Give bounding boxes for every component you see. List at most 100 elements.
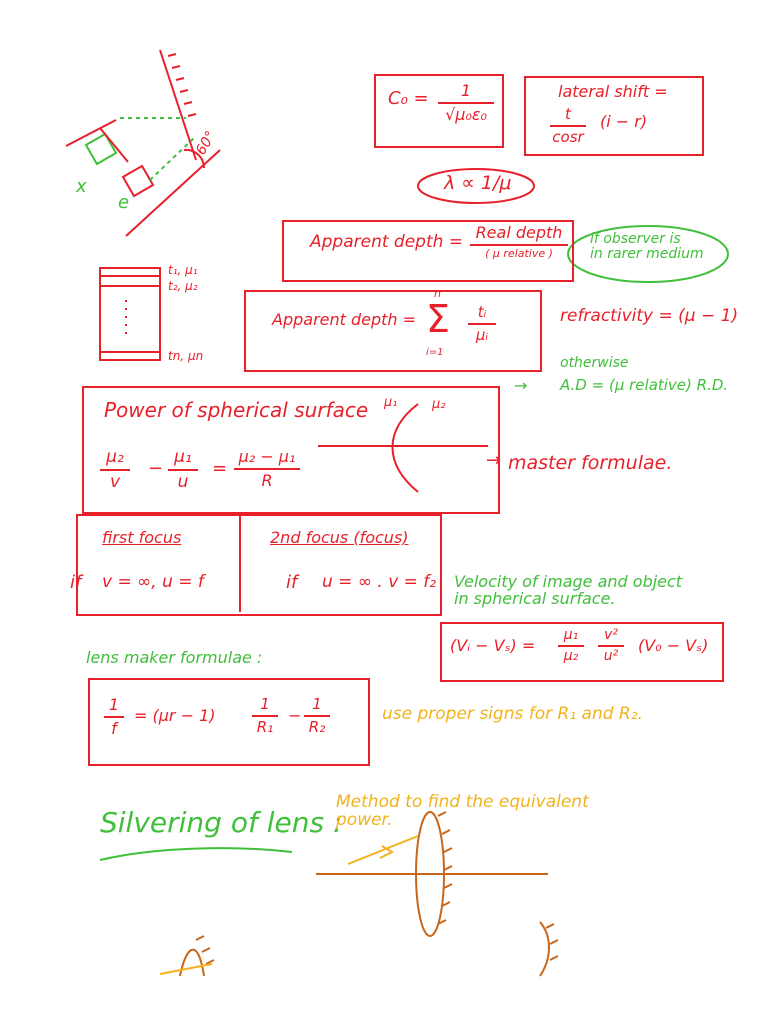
apparent-depth-den-1: ( μ relative ) [485,246,553,260]
spherical-term1-num: μ₂ [106,447,124,467]
spherical-mu1: μ₁ [384,395,398,410]
apparent-depth-num-1: Real depth [475,223,563,242]
fraction-bar [304,714,330,717]
lens-maker-eq: = (μr − 1) [134,706,216,725]
lens-maker-t2-den: R₂ [308,717,326,736]
lens-maker-t2-num: 1 [312,695,322,713]
lambda-relation: λ ∝ 1/μ [444,172,512,194]
mirror-diagram [65,49,221,237]
lateral-shift-factor: (i − r) [600,112,648,131]
fraction-bar [438,101,494,104]
spherical-rhs-den: R [261,470,273,490]
velocity-tail: (V₀ − Vₛ) [638,636,709,655]
lambda-ellipse [417,168,535,204]
observer-note: if observer is in rarer medium [590,231,704,262]
lens-maker-title: lens maker formulae : [86,648,263,667]
bottom-lens-sketches [159,921,559,977]
sum-upper: n [434,287,441,300]
fraction-bar [550,124,586,127]
c0-box: C₀ = 1 √μ₀ε₀ [374,74,504,148]
spherical-surface-box: Power of spherical surface μ₁ μ₂ μ₂ v − … [82,386,500,514]
slab-label-1: t₁, μ₁ [168,263,198,277]
apparent-depth-box-2: Apparent depth = n Σ i=1 tᵢ μᵢ [244,287,542,372]
c0-den: √μ₀ε₀ [445,104,487,124]
velocity-f2-den: u² [603,648,619,665]
fraction-bar [252,714,278,717]
fraction-bar [558,645,584,648]
apparent-depth-den-2: μᵢ [475,325,489,344]
c0-lhs: C₀ = [388,88,429,109]
lateral-shift-fraction: t cosr [550,106,586,145]
master-arrow: → [486,450,502,471]
c0-num: 1 [460,81,472,100]
refractivity: refractivity = (μ − 1) [560,306,739,326]
lateral-shift-num: t [565,105,571,123]
slab-label-2: t₂, μ₂ [168,279,198,293]
observer-ellipse [567,225,729,283]
spherical-term2: μ₁ u [168,448,198,491]
spherical-minus: − [148,458,164,479]
velocity-fraction-1: μ₁ μ₂ [558,627,584,665]
lens-diagram [316,811,548,937]
velocity-f1-den: μ₂ [563,648,579,665]
master-formulae-note: master formulae. [508,452,673,474]
spherical-rhs: μ₂ − μ₁ R [234,448,300,489]
fraction-bar [468,322,496,325]
sum-lower: i=1 [426,347,444,358]
lateral-shift-den: cosr [552,127,584,146]
focus-box: first focus if v = ∞, u = f 2nd focus (f… [70,514,442,616]
slab-label-n: tn, μn [168,349,204,363]
lens-maker-box: 1 f = (μr − 1) 1 R₁ − 1 R₂ [88,678,370,766]
c0-fraction: 1 √μ₀ε₀ [438,82,494,123]
lens-maker-lhs-num: 1 [108,695,120,714]
fraction-bar [104,715,124,718]
velocity-fraction-2: v² u² [598,627,624,665]
velocity-lhs: (Vᵢ − Vₛ) = [450,636,536,655]
velocity-f1-num: μ₁ [563,627,579,643]
silvering-method: Method to find the equivalent power. [336,792,589,830]
spherical-rhs-num: μ₂ − μ₁ [238,447,296,466]
diagram-label-x: x [76,176,87,197]
otherwise-formula: A.D = (μ relative) R.D. [560,376,729,394]
spherical-diagram [318,403,488,493]
spherical-title: Power of spherical surface [104,398,369,422]
spherical-mu2: μ₂ [432,397,446,412]
lens-maker-minus: − [288,706,302,725]
otherwise-label: otherwise [560,355,629,371]
lens-maker-term2: 1 R₂ [304,696,330,735]
apparent-depth-num-2: tᵢ [477,303,487,321]
diagram-label-e: e [118,192,130,213]
lens-maker-t1-den: R₁ [256,717,274,736]
lens-maker-lhs-den: f [111,718,117,738]
fraction-bar [234,467,300,470]
fraction-bar [598,645,624,648]
velocity-f2-num: v² [604,627,618,643]
fraction-bar [168,468,198,471]
silvering-underline [99,847,293,861]
spherical-term1: μ₂ v [100,448,130,491]
apparent-depth-lhs-2: Apparent depth = [272,310,417,329]
apparent-depth-fraction-1: Real depth ( μ relative ) [470,224,568,260]
lens-maker-lhs: 1 f [104,696,124,737]
first-focus-title: first focus [102,528,182,547]
apparent-depth-lhs-1: Apparent depth = [310,232,464,252]
velocity-note: Velocity of image and object in spherica… [454,572,683,608]
first-focus-formula: v = ∞, u = f [102,572,204,592]
apparent-depth-box-1: Apparent depth = Real depth ( μ relative… [282,220,574,282]
lateral-shift-title: lateral shift = [558,82,668,101]
spherical-term1-den: v [109,471,121,492]
lens-maker-term1: 1 R₁ [252,696,278,735]
slab-drawing [99,267,161,361]
spherical-term2-den: u [177,471,189,492]
spherical-term2-num: μ₁ [174,447,192,467]
lateral-shift-box: lateral shift = t cosr (i − r) [524,76,704,156]
spherical-equals: = [212,458,228,479]
fraction-bar [470,243,568,246]
first-focus-if: if [70,572,82,593]
silvering-title: Silvering of lens : [100,806,343,839]
velocity-box: (Vᵢ − Vₛ) = μ₁ μ₂ v² u² (V₀ − Vₛ) [440,622,724,682]
sum-sign: Σ [426,297,451,341]
lens-maker-t1-num: 1 [260,695,270,713]
